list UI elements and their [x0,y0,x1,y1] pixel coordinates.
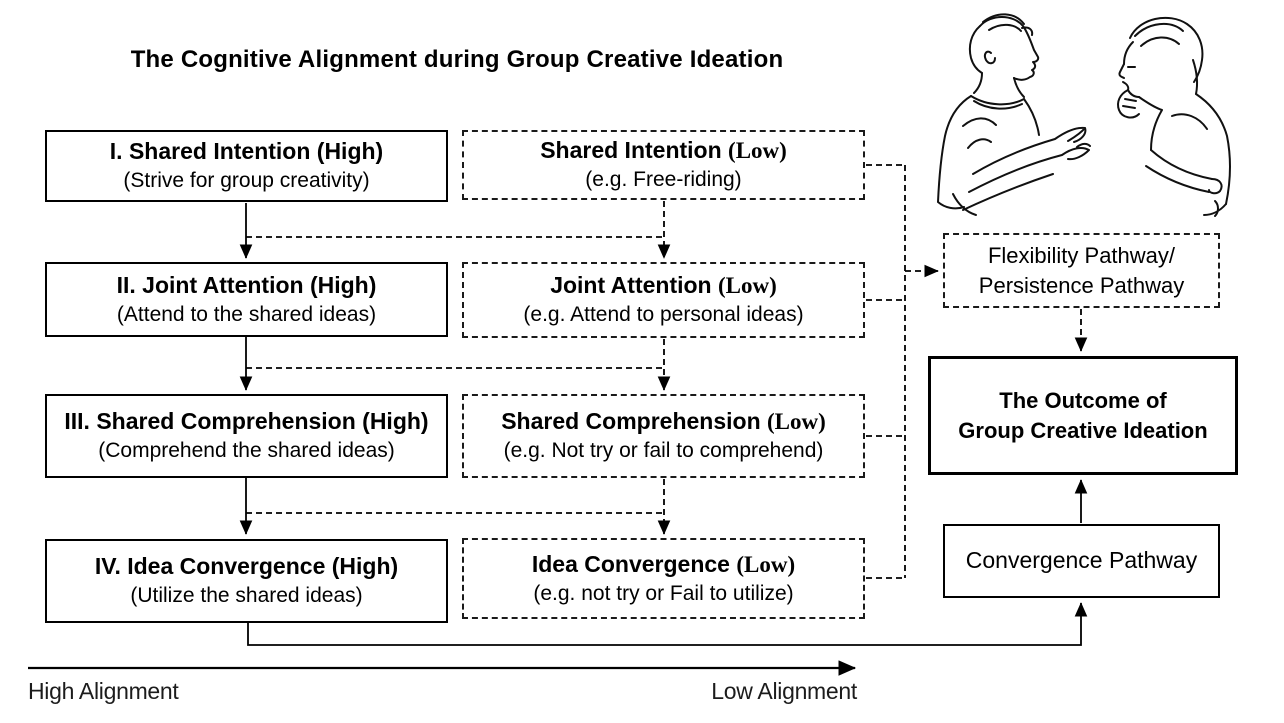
box-convergence-pathway: Convergence Pathway [943,524,1220,598]
diagram-title: The Cognitive Alignment during Group Cre… [130,46,784,73]
box-subtitle: (e.g. not try or Fail to utilize) [533,581,794,605]
box-heading: Joint Attention (Low) [550,272,777,299]
box-subtitle: (Utilize the shared ideas) [130,584,363,608]
box-heading: IV. Idea Convergence (High) [94,553,399,580]
box-heading: Idea Convergence (Low) [531,550,796,577]
box-heading: II. Joint Attention (High) [116,271,377,298]
box-subtitle: (Comprehend the shared ideas) [98,439,395,463]
box-flexibility-persistence-pathway: Flexibility Pathway/ Persistence Pathway [943,233,1220,308]
axis-label-high-alignment: High Alignment [28,678,179,704]
two-people-talking-illustration [937,13,1231,217]
convergence-label: Convergence Pathway [965,547,1198,574]
box-joint-attention-high: II. Joint Attention (High) (Attend to th… [45,262,448,337]
level-label: (Low) [736,551,796,577]
box-subtitle: (e.g. Attend to personal ideas) [523,303,804,327]
box-shared-comprehension-low: Shared Comprehension (Low) (e.g. Not try… [462,394,865,478]
pathway-line1: Flexibility Pathway/ [987,242,1176,268]
box-shared-intention-high: I. Shared Intention (High) (Strive for g… [45,130,448,202]
box-heading: Shared Comprehension (Low) [501,408,826,435]
box-subtitle: (Attend to the shared ideas) [116,302,377,326]
pathway-line2: Persistence Pathway [978,272,1185,298]
box-shared-comprehension-high: III. Shared Comprehension (High) (Compre… [45,394,448,478]
level-label: (Low) [718,273,777,299]
level-label: (Low) [728,138,787,164]
axis-label-low-alignment: Low Alignment [711,678,857,704]
box-idea-convergence-high: IV. Idea Convergence (High) (Utilize the… [45,539,448,623]
box-heading: I. Shared Intention (High) [109,138,384,165]
box-subtitle: (e.g. Free-riding) [585,168,742,192]
box-idea-convergence-low: Idea Convergence (Low) (e.g. not try or … [462,538,865,619]
box-outcome: The Outcome of Group Creative Ideation [928,356,1238,475]
box-joint-attention-low: Joint Attention (Low) (e.g. Attend to pe… [462,262,865,338]
box-subtitle: (e.g. Not try or fail to comprehend) [503,439,824,463]
box-heading: Shared Intention (Low) [540,137,787,164]
box-shared-intention-low: Shared Intention (Low) (e.g. Free-riding… [462,130,865,200]
box-subtitle: (Strive for group creativity) [123,169,370,193]
box-heading: III. Shared Comprehension (High) [64,408,429,435]
outcome-line1: The Outcome of [999,387,1167,413]
level-label: (Low) [767,409,826,435]
outcome-line2: Group Creative Ideation [958,417,1208,443]
